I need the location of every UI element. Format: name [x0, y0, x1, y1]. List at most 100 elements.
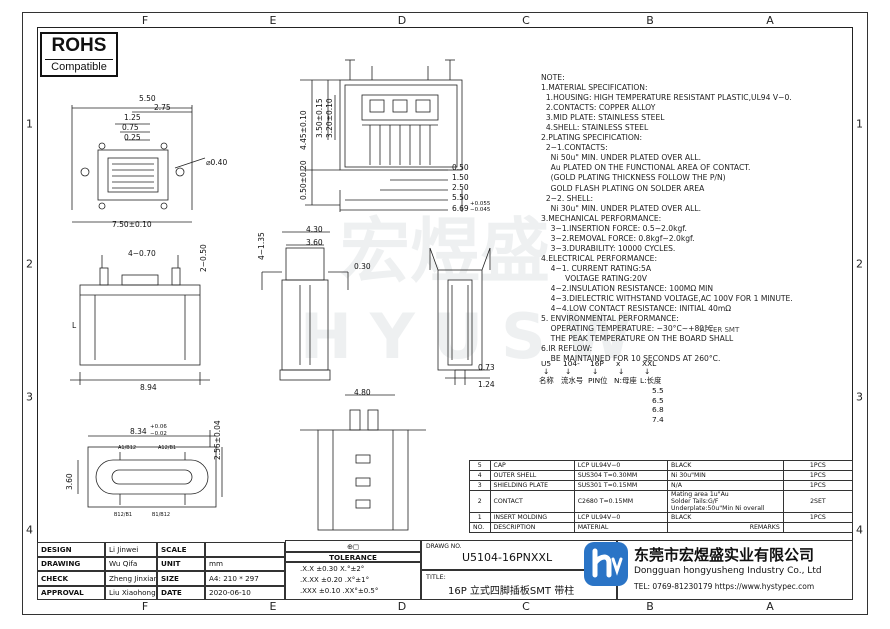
- bom-cell: Ni 30u"MIN: [667, 470, 784, 481]
- dim-text: 4−1.35: [257, 232, 266, 260]
- bom-cell: INSERT MOLDING: [489, 512, 575, 523]
- note-line: NOTE:: [541, 73, 565, 82]
- part-code-label: L:长度: [640, 376, 662, 385]
- bom-cell: LCP UL94V−0: [573, 460, 669, 471]
- part-code-segment: 104-: [563, 359, 580, 368]
- dim-text: 2.56±0.04: [213, 420, 222, 460]
- grid-col-top: E: [269, 14, 277, 27]
- company-logo: [584, 542, 628, 586]
- dim-text: +0.06: [150, 424, 167, 430]
- grid-col-top: A: [766, 14, 774, 27]
- note-line: 4−4.LOW CONTACT RESISTANCE: INITIAL 40mΩ: [541, 304, 732, 314]
- grid-row-right: 2: [856, 257, 863, 271]
- tb-name: Wu Qifa: [105, 556, 157, 571]
- part-code-arrow: ↓: [565, 367, 572, 376]
- bom-cell: 1: [469, 512, 491, 523]
- grid-row-right: 3: [856, 390, 863, 404]
- note-line: Ni 30u" MIN. UNDER PLATED OVER ALL.: [541, 203, 701, 213]
- bom-cell: N/A: [667, 480, 784, 491]
- bom-cell: BLACK: [667, 512, 784, 523]
- note-line: THE PEAK TEMPERATURE ON THE BOARD SHALL: [541, 334, 734, 344]
- dim-text: 3.60: [306, 238, 323, 247]
- dim-text: 0.73: [478, 363, 495, 372]
- note-line: 4−1. CURRENT RATING:5A: [541, 263, 652, 273]
- company-contact: TEL: 0769-81230179 https://www.hystypec.…: [634, 582, 815, 591]
- bom-cell: 4: [469, 470, 491, 481]
- bom-cell: SUS304 T=0.30MM: [573, 470, 669, 481]
- dim-text: ⌀0.40: [206, 158, 228, 167]
- dim-text: 6.69: [452, 204, 469, 213]
- bom-header-cell: DESCRIPTION: [489, 522, 575, 533]
- dim-text: 3.60: [65, 473, 74, 490]
- tb-value: A4: 210 * 297: [205, 571, 285, 586]
- grid-col-top: C: [522, 14, 530, 27]
- bom-cell: 2: [469, 490, 491, 513]
- bom-cell: 1PCS: [782, 480, 854, 491]
- tb-key: SIZE: [157, 571, 205, 586]
- note-line: 3−1.INSERTION FORCE: 0.5~2.0kgf.: [541, 223, 687, 233]
- dim-text: L: [72, 321, 77, 330]
- drawing-no-label: DRAWG NO.: [426, 543, 462, 550]
- tolerance-table: .X.X ±0.30 X.°±2°.X.XX ±0.20 .X°±1°.XXX …: [285, 562, 421, 600]
- dim-text: 3.20±0.10: [325, 98, 334, 138]
- dim-text: −0.02: [150, 431, 167, 437]
- part-code-segment: XXL: [642, 359, 657, 368]
- grid-col-bottom: C: [522, 600, 530, 613]
- grid-col-bottom: B: [646, 600, 654, 613]
- note-line: 2−2. SHELL:: [541, 193, 594, 203]
- outer-frame: [22, 12, 868, 615]
- bottom-view: [300, 394, 426, 531]
- watermark-cn: 宏煜盛: [340, 210, 550, 292]
- bom-cell: CONTACT: [489, 490, 575, 513]
- dim-text: −0.045: [470, 207, 491, 213]
- part-code-arrow: ↓: [543, 367, 550, 376]
- bom-cell: CAP: [489, 460, 575, 471]
- note-line: GOLD FLASH PLATING ON SOLDER AREA: [541, 183, 705, 193]
- grid-col-top: D: [397, 14, 407, 27]
- dim-text: 0.50: [452, 163, 469, 172]
- bom-cell: 5: [469, 460, 491, 471]
- company-name-cn: 东莞市宏煜盛实业有限公司: [634, 546, 815, 564]
- dim-text: 4.45±0.10: [299, 110, 308, 150]
- bom-cell: OUTER SHELL: [489, 470, 575, 481]
- bom-cell: 1PCS: [782, 512, 854, 523]
- grid-col-bottom: A: [766, 600, 774, 613]
- dim-text: A12/B1: [158, 445, 177, 451]
- front-view-top: [300, 59, 463, 212]
- dim-text: 0.75: [122, 123, 139, 132]
- note-line: VOLTAGE RATING:20V: [541, 273, 647, 283]
- note-line: 4.SHELL: STAINLESS STEEL: [541, 123, 649, 133]
- note-line: 4−2.INSULATION RESISTANCE: 100MΩ MIN: [541, 283, 714, 293]
- grid-row-left: 1: [26, 117, 33, 131]
- note-line: 5. ENVIRONMENTAL PERFORMANCE:: [541, 314, 679, 324]
- side-view-center: [261, 231, 349, 381]
- part-code-length: 5.5: [652, 386, 664, 395]
- top-view: [71, 105, 206, 223]
- grid-row-left: 3: [26, 390, 33, 404]
- part-code-label: N:母座: [614, 376, 637, 385]
- grid-col-bottom: F: [141, 600, 149, 613]
- dim-text: 4.30: [306, 225, 323, 234]
- rohs-title: ROHS: [51, 35, 107, 56]
- bom-header-cell: NO.: [469, 522, 491, 533]
- dim-text: A1/B12: [118, 445, 137, 451]
- note-line: 6.IR REFLOW:: [541, 344, 593, 354]
- grid-row-right: 4: [856, 523, 863, 537]
- dim-text: 5.50: [139, 94, 156, 103]
- part-code-label: 流水号: [561, 376, 584, 385]
- part-code-segment: 16P: [590, 359, 604, 368]
- grid-row-right: 1: [856, 117, 863, 131]
- grid-col-top: F: [141, 14, 149, 27]
- dim-text: 0.50±0.20: [299, 160, 308, 200]
- tb-name: Zheng Jinxian: [105, 571, 157, 586]
- dim-text: B12/B1: [114, 512, 133, 518]
- bom-cell: 1PCS: [782, 470, 854, 481]
